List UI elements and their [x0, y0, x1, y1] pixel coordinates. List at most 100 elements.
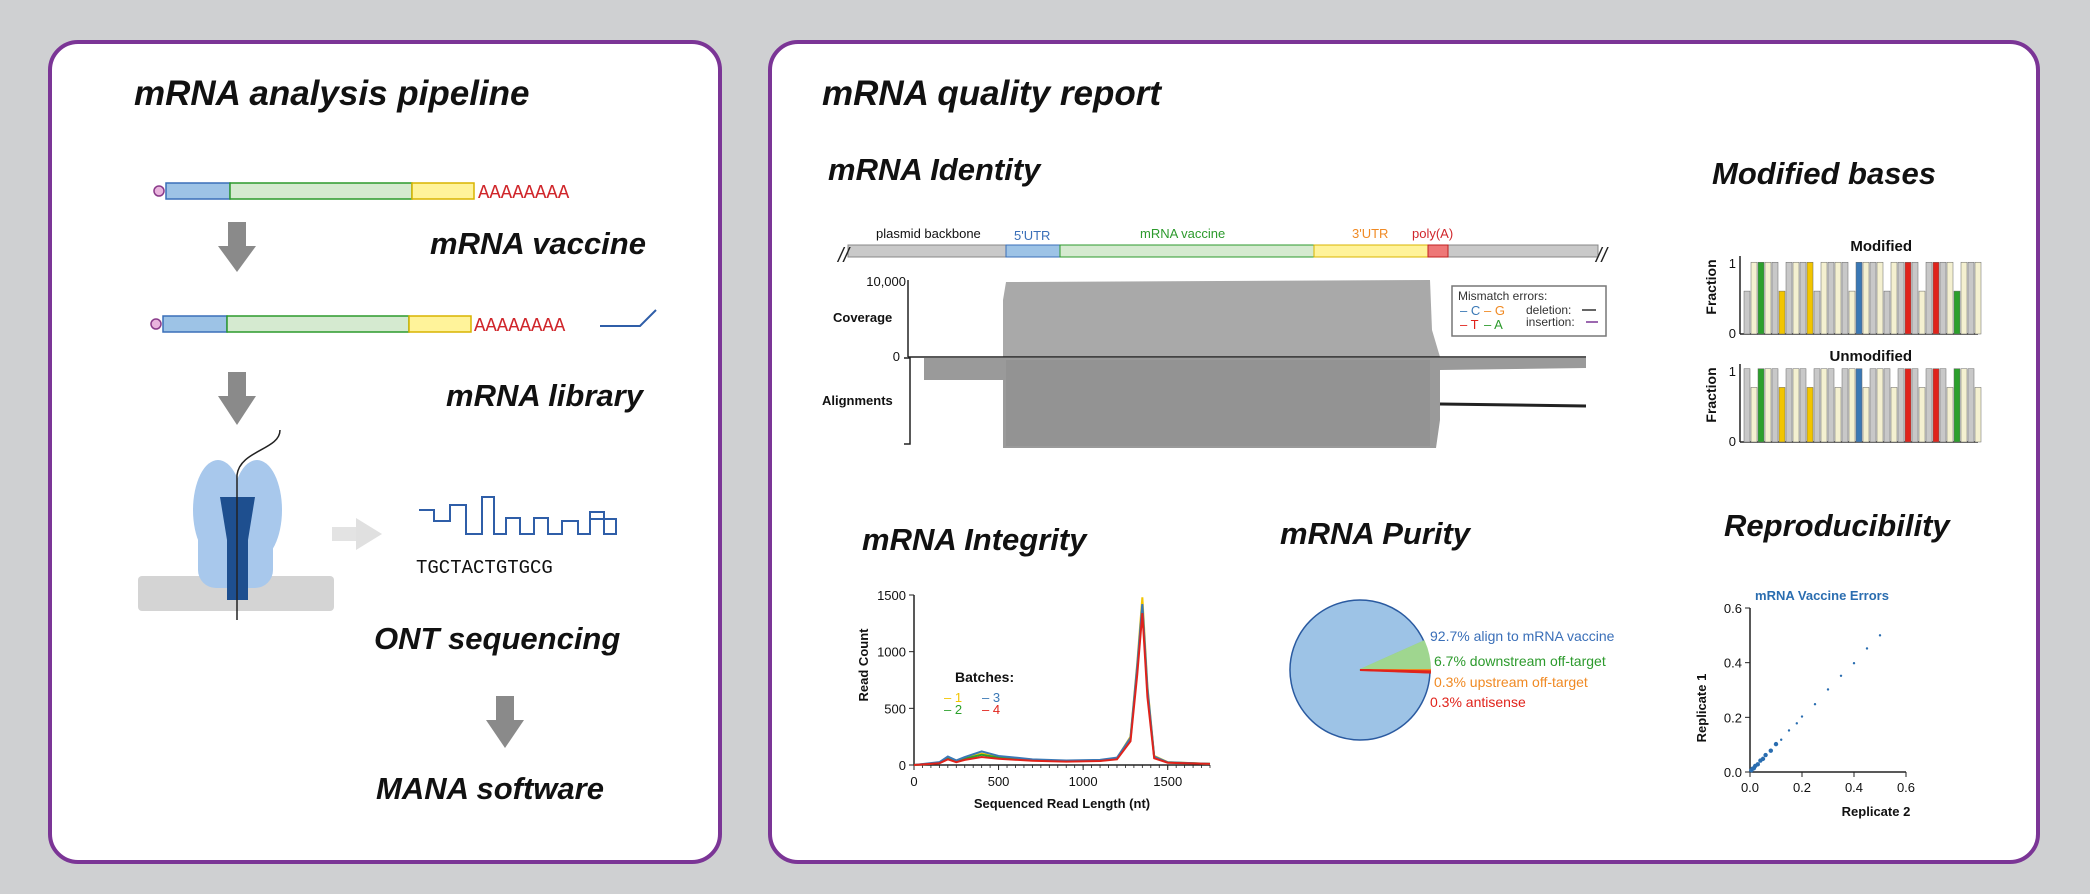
mod-bar: [1904, 368, 1912, 443]
mod-bar: [1799, 368, 1807, 443]
integrity-x-tick-label: 500: [988, 774, 1010, 789]
modified-ylabel: Fraction: [1703, 259, 1719, 314]
mod-bar: [1855, 261, 1863, 335]
step-mrna-library: mRNA library: [446, 378, 643, 413]
alignment-long-read: [1439, 402, 1587, 408]
mod-bar: [1890, 261, 1898, 335]
report-panel: [768, 40, 2040, 864]
scatter-point: [1813, 703, 1817, 706]
signal-trace: [419, 496, 617, 535]
scatter-point: [1826, 688, 1830, 691]
mod-tick-1: 1: [1729, 256, 1736, 271]
mod-bar: [1813, 368, 1821, 443]
integrity-y-tick-label: 1500: [877, 588, 906, 603]
mod-bar: [1820, 261, 1828, 335]
scatter-point: [1755, 762, 1761, 767]
break-mark-left: //: [836, 245, 852, 267]
mod-bar: [1771, 261, 1779, 335]
pie-label-1: 6.7% downstream off-target: [1434, 653, 1606, 669]
scatter-title: mRNA Vaccine Errors: [1755, 588, 1889, 603]
mod-bar: [1771, 368, 1779, 443]
legend-title: Mismatch errors:: [1458, 289, 1547, 303]
mod-bar: [1848, 290, 1856, 335]
scatter-xlabel: Replicate 2: [1842, 804, 1911, 819]
mod-bar: [1974, 387, 1982, 443]
mod-bar: [1876, 368, 1884, 443]
mod-bar: [1960, 368, 1968, 443]
mod-bar: [1841, 261, 1849, 335]
break-mark-right: //: [1594, 245, 1610, 267]
down-arrow-icon: [486, 696, 524, 748]
mod-bar: [1897, 368, 1905, 443]
mod-bar: [1785, 261, 1793, 335]
step-ont-sequencing: ONT sequencing: [374, 621, 621, 656]
mod-bar: [1967, 261, 1975, 335]
alignment-dense-block: [1006, 360, 1430, 446]
batch-legend-1: – 1: [944, 690, 962, 705]
pie-label-0: 92.7% align to mRNA vaccine: [1430, 628, 1615, 644]
scatter-point: [1768, 748, 1774, 753]
region-label-backbone: plasmid backbone: [876, 226, 981, 241]
scatter-point: [1773, 741, 1779, 747]
mod-bar: [1953, 290, 1961, 335]
region-label-cds: mRNA vaccine: [1140, 226, 1225, 241]
legend-a: – A: [1484, 317, 1503, 332]
pie-label-3: 0.3% antisense: [1430, 694, 1526, 710]
mod-bar: [1946, 261, 1954, 335]
scatter-y-tick-label: 0.2: [1724, 710, 1742, 725]
adapter-line: [600, 309, 657, 327]
batch-legend-3: – 3: [982, 690, 1000, 705]
coverage-max-label: 10,000: [866, 274, 906, 289]
coverage-label: Coverage: [833, 310, 892, 325]
mod-bar: [1820, 368, 1828, 443]
mod-bar: [1834, 261, 1842, 335]
scatter-point: [1787, 729, 1791, 732]
vaccine-construct: [153, 182, 475, 200]
step-mrna-vaccine: mRNA vaccine: [430, 226, 646, 261]
mod-bar: [1750, 387, 1758, 443]
down-arrow-icon: [218, 372, 256, 425]
legend-g: – G: [1484, 303, 1505, 318]
unmodified-panel-label: Unmodified: [1830, 348, 1913, 365]
pie-label-2: 0.3% upstream off-target: [1434, 674, 1588, 690]
scatter-point: [1800, 715, 1804, 718]
utr3-segment: [411, 182, 475, 200]
cap-icon: [153, 185, 165, 197]
nanopore-icon: [138, 429, 334, 620]
mod-bar: [1897, 261, 1905, 335]
utr3-segment: [408, 315, 472, 333]
integrity-x-tick-label: 1000: [1069, 774, 1098, 789]
legend-t: – T: [1460, 317, 1479, 332]
pipeline-panel: [48, 40, 722, 864]
mismatch-legend: [1451, 285, 1607, 337]
mod-bar: [1764, 261, 1772, 335]
mod-tick-0: 0: [1729, 326, 1736, 341]
mod-bar: [1750, 261, 1758, 335]
mod-bar: [1841, 368, 1849, 443]
right-arrow-icon: [332, 518, 382, 550]
step-mana-software: MANA software: [376, 771, 604, 806]
mod-bar: [1806, 387, 1814, 443]
mod-bar: [1834, 387, 1842, 443]
mod-bar: [1953, 368, 1961, 443]
mod-bar: [1862, 261, 1870, 335]
scatter-x-tick-label: 0.2: [1793, 780, 1811, 795]
mod-bar: [1813, 290, 1821, 335]
mod-bar: [1918, 290, 1926, 335]
mod-bar: [1799, 261, 1807, 335]
scatter-y-tick-label: 0.0: [1724, 765, 1742, 780]
library-construct: [150, 309, 657, 333]
integrity-ylabel: Read Count: [856, 628, 871, 702]
scatter-point: [1780, 738, 1783, 741]
integrity-series-4: [913, 613, 1211, 766]
mod-bar: [1939, 368, 1947, 443]
mod-bar: [1827, 261, 1835, 335]
report-title: mRNA quality report: [822, 74, 1162, 113]
unmod-tick-0: 0: [1729, 434, 1736, 449]
mod-bar: [1848, 368, 1856, 443]
mod-bar: [1778, 387, 1786, 443]
integrity-title: mRNA Integrity: [862, 522, 1087, 557]
region-label-utr3: 3'UTR: [1352, 226, 1388, 241]
